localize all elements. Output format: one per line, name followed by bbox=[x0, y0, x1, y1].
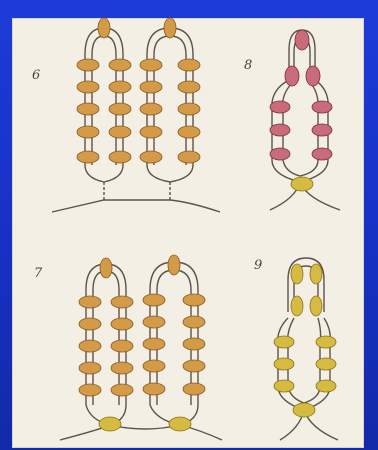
bead bbox=[77, 59, 99, 71]
bead bbox=[183, 294, 205, 306]
bead bbox=[178, 81, 200, 93]
bead bbox=[77, 151, 99, 163]
bead bbox=[306, 66, 320, 86]
bead bbox=[310, 296, 322, 316]
bead bbox=[164, 18, 176, 38]
bead bbox=[109, 59, 131, 71]
bead bbox=[99, 417, 121, 431]
bead bbox=[77, 126, 99, 138]
bead bbox=[270, 148, 290, 160]
bead bbox=[143, 316, 165, 328]
bead bbox=[79, 318, 101, 330]
bead bbox=[98, 18, 110, 38]
figure-8-beads bbox=[270, 30, 332, 191]
bead bbox=[274, 380, 294, 392]
bead bbox=[111, 362, 133, 374]
bead bbox=[178, 59, 200, 71]
bead bbox=[79, 384, 101, 396]
bead bbox=[270, 124, 290, 136]
bead bbox=[109, 126, 131, 138]
bead bbox=[143, 294, 165, 306]
bead bbox=[274, 336, 294, 348]
bead bbox=[79, 362, 101, 374]
bead bbox=[316, 380, 336, 392]
bead bbox=[100, 258, 112, 278]
figure-7-beads bbox=[79, 255, 205, 431]
bead bbox=[270, 101, 290, 113]
bead bbox=[140, 81, 162, 93]
bead bbox=[111, 296, 133, 308]
bead bbox=[77, 103, 99, 115]
bead bbox=[143, 383, 165, 395]
bead bbox=[143, 360, 165, 372]
bead bbox=[77, 81, 99, 93]
bead bbox=[140, 126, 162, 138]
bead bbox=[183, 338, 205, 350]
bead bbox=[291, 264, 303, 284]
bead bbox=[111, 384, 133, 396]
figure-6 bbox=[52, 28, 220, 212]
bead bbox=[111, 340, 133, 352]
bead bbox=[310, 264, 322, 284]
bead bbox=[274, 358, 294, 370]
bead bbox=[312, 148, 332, 160]
bead bbox=[79, 340, 101, 352]
bead bbox=[140, 151, 162, 163]
bead bbox=[293, 403, 315, 417]
bead bbox=[183, 316, 205, 328]
bead bbox=[183, 360, 205, 372]
bead bbox=[178, 126, 200, 138]
bead bbox=[178, 103, 200, 115]
bead bbox=[291, 177, 313, 191]
bead bbox=[316, 358, 336, 370]
bead bbox=[178, 151, 200, 163]
bead bbox=[169, 417, 191, 431]
bead bbox=[285, 66, 299, 86]
bead bbox=[183, 383, 205, 395]
bead bbox=[140, 103, 162, 115]
figure-9-beads bbox=[274, 264, 336, 417]
bead bbox=[140, 59, 162, 71]
bead bbox=[295, 30, 309, 50]
bead bbox=[316, 336, 336, 348]
bead bbox=[109, 103, 131, 115]
bead bbox=[111, 318, 133, 330]
bead bbox=[109, 151, 131, 163]
bead bbox=[291, 296, 303, 316]
bead bbox=[143, 338, 165, 350]
bead bbox=[312, 124, 332, 136]
bead bbox=[312, 101, 332, 113]
bead bbox=[109, 81, 131, 93]
bead bbox=[168, 255, 180, 275]
bead bbox=[79, 296, 101, 308]
